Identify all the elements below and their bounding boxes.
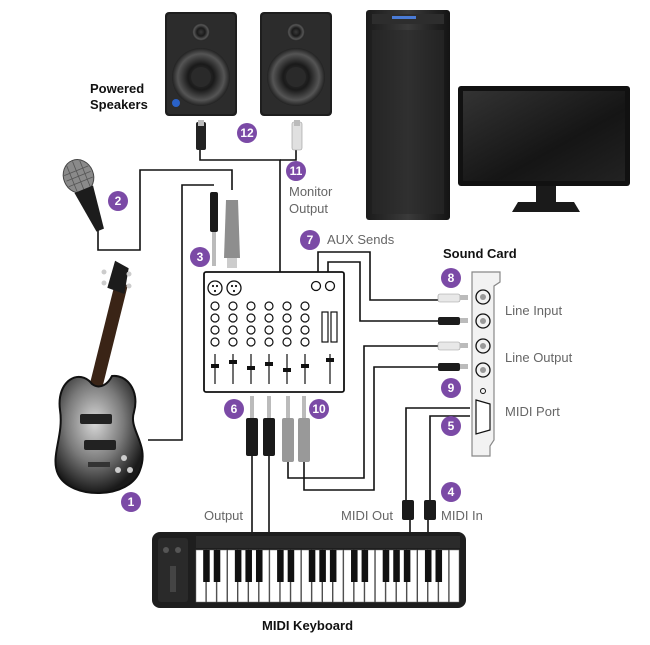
black-key (404, 550, 411, 582)
black-key (214, 550, 221, 582)
output-label: Output (204, 508, 243, 523)
black-key (203, 550, 210, 582)
midi-in-label: MIDI In (441, 508, 483, 523)
svg-text:2: 2 (115, 194, 122, 208)
svg-text:4: 4 (448, 485, 455, 499)
svg-text:7: 7 (307, 233, 314, 247)
microphone-icon (58, 155, 114, 236)
svg-text:9: 9 (448, 381, 455, 395)
badge-8: 8 (441, 268, 461, 288)
line-input-label: Line Input (505, 303, 562, 318)
guitar-icon (55, 261, 142, 493)
midi-keyboard-label: MIDI Keyboard (262, 618, 353, 633)
midi-keyboard-icon (152, 532, 466, 608)
svg-text:10: 10 (312, 402, 326, 416)
svg-text:12: 12 (240, 126, 254, 140)
cable-plug-icon (402, 500, 436, 520)
cable-plug-icon (438, 294, 468, 371)
white-key (449, 550, 459, 602)
monitor-output-label-line2: Output (289, 201, 328, 216)
badge-12: 12 (237, 123, 257, 143)
black-key (309, 550, 316, 582)
computer-tower-icon (366, 10, 450, 220)
cable-plug-icon (246, 396, 310, 462)
black-key (393, 550, 400, 582)
powered-speakers-label-line1: Powered (90, 81, 144, 96)
black-key (256, 550, 263, 582)
badge-7: 7 (300, 230, 320, 250)
midi-port-label: MIDI Port (505, 404, 560, 419)
svg-text:3: 3 (197, 250, 204, 264)
cable-plug-icon (210, 192, 240, 268)
speaker-right-icon (260, 12, 332, 116)
badge-5: 5 (441, 416, 461, 436)
aux-sends-label: AUX Sends (327, 232, 395, 247)
black-key (288, 550, 295, 582)
svg-text:1: 1 (128, 495, 135, 509)
black-key (245, 550, 252, 582)
badge-3: 3 (190, 247, 210, 267)
speaker-left-icon (165, 12, 237, 116)
badge-10: 10 (309, 399, 329, 419)
black-key (277, 550, 284, 582)
cable-midi-out (406, 408, 470, 500)
sound-card-label: Sound Card (443, 246, 517, 261)
mixer-icon (204, 272, 344, 392)
badge-1: 1 (121, 492, 141, 512)
line-output-label: Line Output (505, 350, 573, 365)
black-key (351, 550, 358, 582)
svg-text:11: 11 (290, 164, 303, 178)
cable-speaker-right (280, 150, 296, 160)
badge-11: 11 (286, 161, 306, 181)
monitor-icon (458, 86, 630, 212)
badge-6: 6 (224, 399, 244, 419)
svg-text:6: 6 (231, 402, 238, 416)
svg-text:8: 8 (448, 271, 455, 285)
badge-4: 4 (441, 482, 461, 502)
black-key (319, 550, 326, 582)
midi-out-label: MIDI Out (341, 508, 393, 523)
keyboard-keys (196, 550, 459, 602)
powered-speakers-label-line2: Speakers (90, 97, 148, 112)
black-key (362, 550, 369, 582)
black-key (383, 550, 390, 582)
black-key (235, 550, 242, 582)
black-key (425, 550, 432, 582)
black-key (436, 550, 443, 582)
badge-2: 2 (108, 191, 128, 211)
svg-text:5: 5 (448, 419, 455, 433)
black-key (330, 550, 337, 582)
badge-9: 9 (441, 378, 461, 398)
sound-card-icon (472, 272, 500, 456)
monitor-output-label-line1: Monitor (289, 184, 333, 199)
